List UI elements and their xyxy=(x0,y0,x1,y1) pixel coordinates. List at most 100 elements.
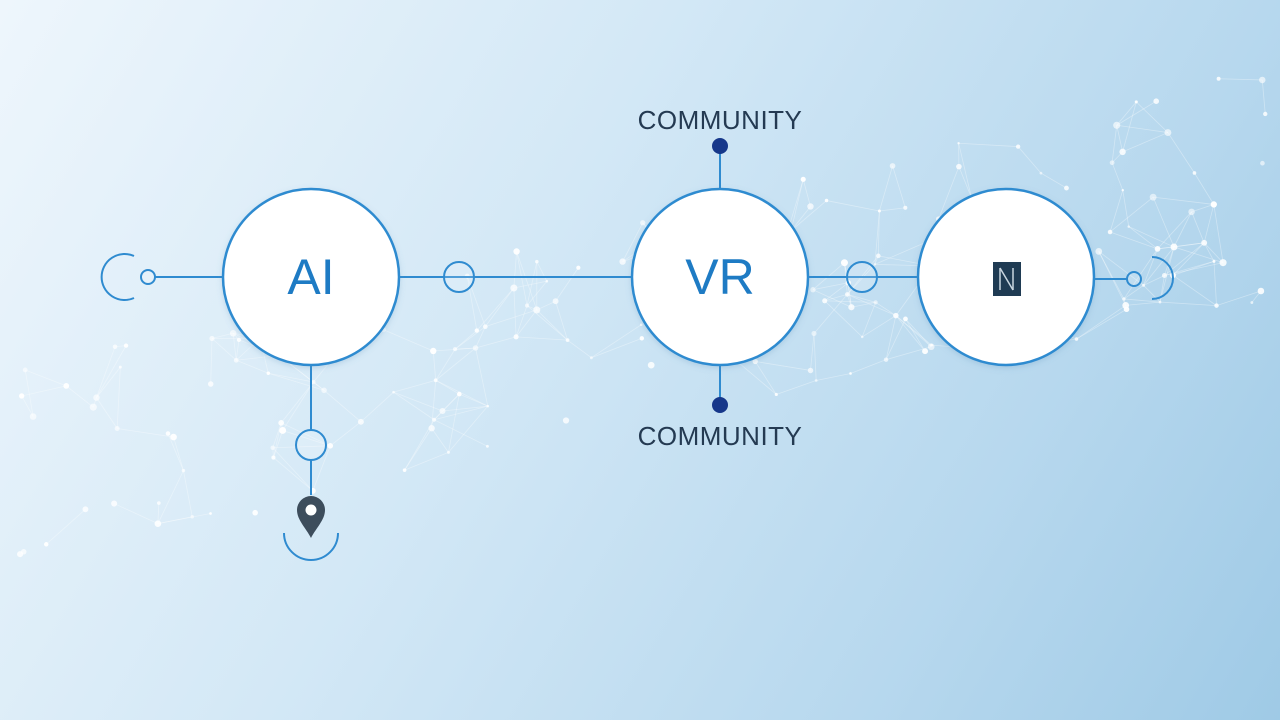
particle-dot xyxy=(927,343,935,351)
particle-dot xyxy=(82,506,89,513)
particle-link xyxy=(1111,162,1124,191)
node-ai-circle[interactable] xyxy=(221,187,401,367)
node-vr-circle[interactable] xyxy=(630,187,810,367)
particle-dot xyxy=(1260,160,1265,166)
particle-link xyxy=(812,289,852,308)
particle-link xyxy=(466,275,486,327)
ring-ai-vr xyxy=(443,261,475,293)
particle-link xyxy=(272,447,314,492)
particle-link xyxy=(1017,146,1042,174)
particle-link xyxy=(236,359,269,374)
particle-dot xyxy=(1212,259,1216,263)
particle-link xyxy=(157,503,160,524)
particle-dot xyxy=(44,542,49,547)
particle-link xyxy=(1213,204,1224,263)
particle-link xyxy=(555,267,579,302)
particle-link xyxy=(1194,172,1215,205)
particle-link xyxy=(173,436,184,471)
particle-dot xyxy=(552,298,559,305)
particle-link xyxy=(435,379,460,395)
ring-ai-down xyxy=(295,429,327,461)
particle-dot xyxy=(428,425,435,432)
particle-dot xyxy=(1039,171,1043,175)
particle-dot xyxy=(576,265,581,270)
particle-dot xyxy=(513,334,519,340)
particle-link xyxy=(847,294,876,303)
particle-link xyxy=(905,318,926,352)
particle-dot xyxy=(957,142,960,145)
particle-dot xyxy=(1064,185,1069,191)
particle-dot xyxy=(439,407,446,415)
particle-dot xyxy=(1161,273,1167,278)
particle-link xyxy=(459,393,488,407)
particle-link xyxy=(1136,101,1169,133)
particle-link xyxy=(536,261,548,282)
particle-link xyxy=(515,305,528,337)
ring-far-right xyxy=(1151,256,1174,300)
particle-dot xyxy=(752,358,758,365)
particle-link xyxy=(96,346,116,398)
particle-dot xyxy=(472,345,479,351)
particle-link xyxy=(1128,226,1175,248)
particle-dot xyxy=(1158,300,1162,304)
particle-link xyxy=(157,513,211,525)
particle-link xyxy=(96,397,118,429)
particle-link xyxy=(454,326,486,350)
particle-link xyxy=(1203,204,1215,243)
particle-link xyxy=(25,369,67,387)
particle-dot xyxy=(565,338,570,342)
particle-link xyxy=(475,347,489,407)
particle-link xyxy=(813,294,848,334)
particle-link xyxy=(282,381,314,431)
particle-dot xyxy=(18,393,25,399)
particle-dot xyxy=(321,387,327,394)
particle-link xyxy=(268,372,314,383)
particle-link xyxy=(1159,301,1217,307)
particle-link xyxy=(1076,305,1126,340)
particle-link xyxy=(824,300,863,338)
particle-link xyxy=(45,508,86,545)
particle-link xyxy=(1218,78,1263,81)
particle-link xyxy=(312,445,331,492)
particle-dot xyxy=(93,394,100,401)
square-logo-icon xyxy=(993,262,1021,296)
particle-link xyxy=(536,309,568,341)
caption-bottom: COMMUNITY xyxy=(637,421,803,451)
particle-dot xyxy=(619,258,626,265)
particle-link xyxy=(958,166,972,198)
particle-dot xyxy=(1250,301,1254,304)
particle-link xyxy=(1167,132,1195,174)
particle-link xyxy=(555,301,568,341)
particle-dot xyxy=(1259,76,1266,84)
particle-link xyxy=(813,333,817,381)
particle-dot xyxy=(873,300,878,305)
particle-dot xyxy=(252,509,258,516)
particle-dot xyxy=(849,372,852,375)
particle-link xyxy=(810,333,815,371)
particle-dot xyxy=(956,163,962,170)
particle-dot xyxy=(1154,246,1161,252)
particle-link xyxy=(591,324,642,359)
particle-dot xyxy=(279,426,287,434)
particle-dot xyxy=(824,198,829,203)
particle-link xyxy=(790,179,804,231)
particle-link xyxy=(892,165,906,208)
particle-dot xyxy=(486,404,490,408)
particle-link xyxy=(1116,100,1157,126)
particle-dot xyxy=(1074,337,1079,341)
particle-dot xyxy=(1210,201,1217,208)
particle-link xyxy=(466,275,478,331)
particle-dot xyxy=(1170,243,1178,251)
particle-link xyxy=(211,332,234,339)
ring-right-small xyxy=(1126,271,1142,287)
particle-dot xyxy=(432,417,437,422)
particle-dot xyxy=(525,303,530,308)
particle-link xyxy=(21,395,34,417)
particle-link xyxy=(516,251,528,306)
particle-link xyxy=(591,337,642,359)
particle-link xyxy=(1123,298,1161,303)
particle-link xyxy=(874,241,927,265)
particle-dot xyxy=(510,284,518,292)
particle-dot xyxy=(154,520,162,527)
particle-link xyxy=(877,211,880,256)
